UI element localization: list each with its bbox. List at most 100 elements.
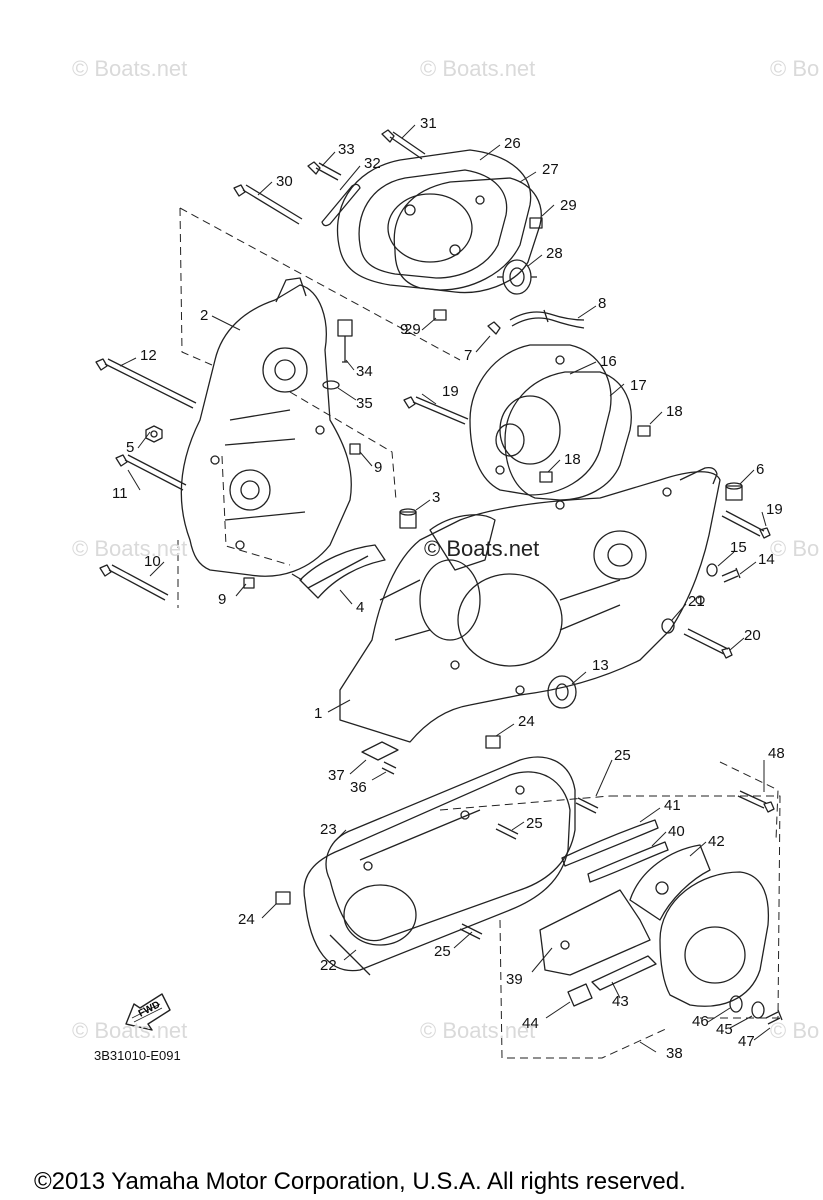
callout-13: 13	[592, 657, 609, 674]
cover-38	[659, 871, 770, 1007]
dowel-18	[539, 425, 651, 483]
watermark: © Boats.net	[420, 1018, 536, 1043]
callout-34: 34	[356, 363, 373, 380]
callout-27: 27	[542, 161, 559, 178]
bolt-20	[683, 628, 733, 659]
callout-3: 3	[432, 489, 441, 506]
plate-37	[361, 741, 399, 761]
callout-9: 9	[374, 459, 383, 476]
gasket-27	[393, 177, 542, 294]
callout-44: 44	[522, 1015, 539, 1032]
watermark: © Bo	[770, 536, 820, 561]
callout-28: 28	[546, 245, 563, 262]
callout-31: 31	[420, 115, 437, 132]
bolt-48	[737, 790, 775, 813]
forward-arrow-icon	[125, 993, 171, 1031]
bolt-7	[487, 321, 501, 335]
bolt-10	[99, 564, 169, 601]
callout-4: 4	[356, 599, 365, 616]
sensor-34	[337, 319, 353, 363]
callout-18: 18	[666, 403, 683, 420]
bolt-14	[721, 567, 741, 583]
bolt-19b	[721, 510, 771, 539]
callout-33: 33	[338, 141, 355, 158]
assembly-guide-lines	[177, 207, 781, 1059]
callout-40: 40	[668, 823, 685, 840]
callout-19: 19	[442, 383, 459, 400]
callout-36: 36	[350, 779, 367, 796]
callout-48: 48	[768, 745, 785, 762]
bolt-11	[115, 454, 187, 491]
dowel-9	[243, 443, 361, 589]
diagram-code: 3B31010-E091	[94, 1048, 181, 1063]
cover-26	[336, 149, 532, 291]
hose-8	[509, 309, 585, 329]
bolt-12	[95, 358, 197, 409]
bolt-33	[307, 161, 342, 181]
watermark: © Boats.net	[72, 1018, 188, 1043]
callout-37: 37	[328, 767, 345, 784]
callout-25: 25	[526, 815, 543, 832]
watermark: © Boats.net	[72, 536, 188, 561]
crankcase-2	[180, 277, 352, 577]
callout-25: 25	[614, 747, 631, 764]
callout-12: 12	[140, 347, 157, 364]
bolt-36	[381, 761, 397, 775]
callout-32: 32	[364, 155, 381, 172]
seal-43	[591, 955, 657, 991]
callout-8: 8	[598, 295, 607, 312]
callout-19: 19	[766, 501, 783, 518]
plate-39	[539, 889, 651, 976]
callout-26: 26	[504, 135, 521, 152]
callout-21: 21	[688, 593, 705, 610]
callout-9: 9	[218, 591, 227, 608]
washer-45	[751, 1001, 765, 1019]
watermark: © Boats.net	[420, 56, 536, 81]
bolt-31	[381, 129, 426, 160]
watermark: © Bo	[770, 1018, 820, 1043]
callout-5: 5	[126, 439, 135, 456]
washer-15	[706, 563, 718, 577]
callout-7: 7	[464, 347, 473, 364]
watermark: © Boats.net	[72, 56, 188, 81]
dowel-24	[275, 735, 501, 905]
callout-16: 16	[600, 353, 617, 370]
seal-41	[561, 819, 659, 867]
bearing-28	[497, 259, 537, 295]
callout-46: 46	[692, 1013, 709, 1030]
seal-13	[547, 675, 577, 709]
pad-44	[567, 983, 593, 1007]
plate-42	[629, 844, 711, 921]
dowel-29b	[433, 309, 447, 321]
callout-11: 11	[112, 485, 128, 502]
callout-6: 6	[756, 461, 765, 478]
crankcase-1	[339, 466, 721, 743]
o-ring-35	[322, 380, 340, 390]
bolt-47	[765, 1009, 783, 1025]
bracket-32	[321, 183, 361, 227]
callout-30: 30	[276, 173, 293, 190]
callout-10: 10	[144, 553, 161, 570]
seal-40	[587, 841, 669, 883]
callout-20: 20	[744, 627, 761, 644]
callout-29: 29	[404, 321, 421, 338]
callout-38: 38	[666, 1045, 683, 1062]
gasket-23	[325, 756, 576, 942]
callout-43: 43	[612, 993, 629, 1010]
callout-17: 17	[630, 377, 647, 394]
bushing-3	[399, 508, 417, 529]
callout-18: 18	[564, 451, 581, 468]
bracket-4	[291, 544, 386, 599]
callout-23: 23	[320, 821, 337, 838]
bushing-6	[725, 482, 743, 501]
cover-16	[469, 344, 612, 496]
center-watermark: © Boats.net	[424, 536, 540, 561]
callout-41: 41	[664, 797, 681, 814]
callout-47: 47	[738, 1033, 755, 1050]
callout-29: 29	[560, 197, 577, 214]
washer-46	[729, 995, 743, 1013]
callout-14: 14	[758, 551, 775, 568]
callout-25: 25	[434, 943, 451, 960]
dowel-29a	[529, 217, 543, 229]
